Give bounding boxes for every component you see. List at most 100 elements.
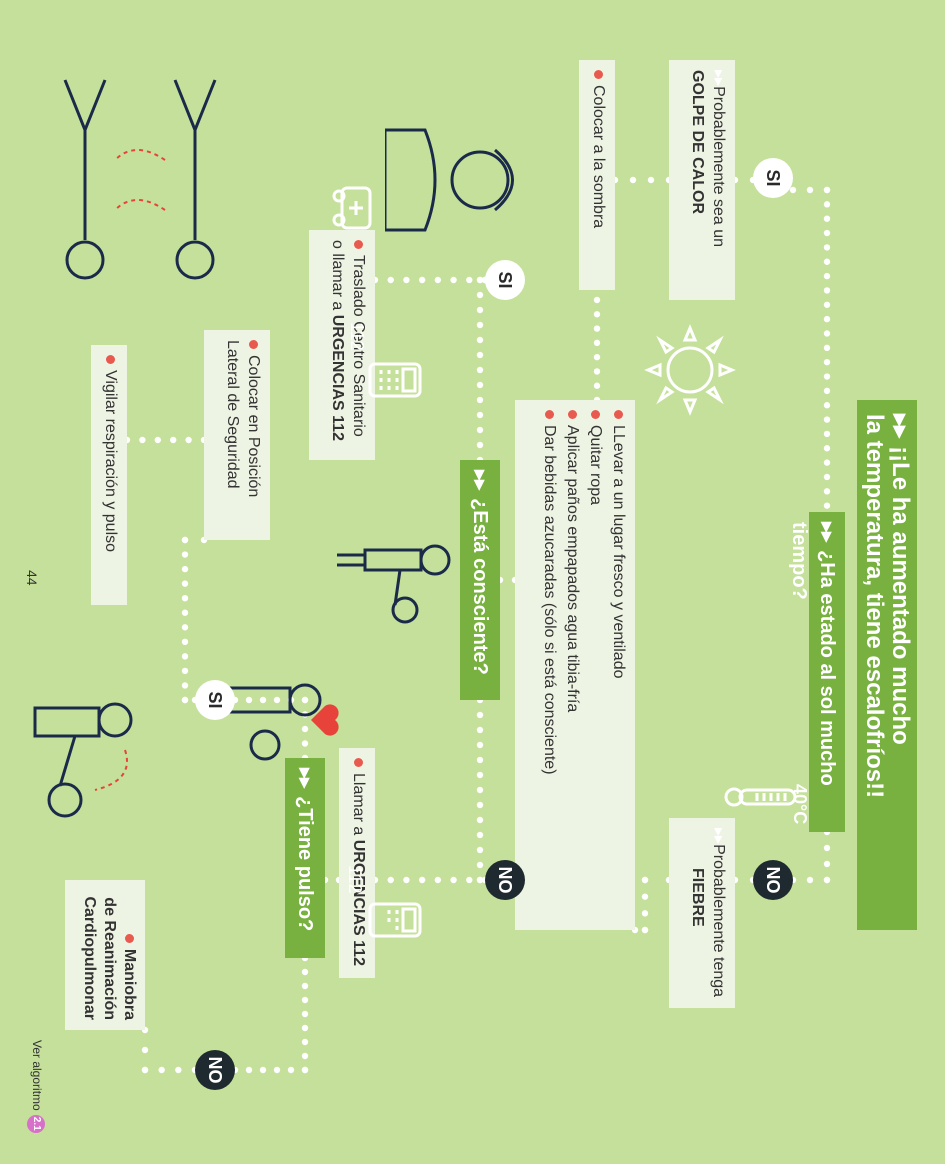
connector-dot bbox=[301, 968, 309, 976]
connector-dot bbox=[181, 624, 189, 631]
connector-dot bbox=[181, 580, 189, 587]
connector-dot bbox=[287, 1066, 295, 1074]
connector-dot bbox=[593, 339, 601, 347]
connector-dot bbox=[823, 387, 831, 395]
helper-illustration bbox=[337, 544, 451, 624]
connector-dot bbox=[823, 473, 831, 481]
title-line1: ¡¡Le ha aumentado mucho bbox=[887, 446, 914, 745]
connector-dot bbox=[273, 696, 281, 704]
connector-dot bbox=[823, 876, 831, 884]
connector-dot bbox=[301, 696, 309, 704]
list-item: LLevar a un lugar fresco y ventilado bbox=[608, 410, 629, 920]
connector-dot bbox=[259, 1066, 267, 1074]
connector-dot bbox=[181, 653, 189, 660]
connector-dot bbox=[823, 258, 831, 265]
connector-dot bbox=[629, 176, 637, 184]
connector-dot bbox=[181, 565, 189, 573]
answer-yes-conscious: SI bbox=[485, 260, 525, 300]
connector-dot bbox=[434, 276, 442, 284]
connector-dot bbox=[823, 344, 831, 352]
thermometer-icon bbox=[724, 787, 797, 807]
connector-dot bbox=[175, 1066, 182, 1074]
connector-dot bbox=[823, 860, 831, 868]
connector-dot bbox=[301, 725, 309, 733]
connector-dot bbox=[476, 876, 484, 884]
connector-dot bbox=[476, 351, 484, 359]
connector-dot bbox=[476, 411, 484, 419]
connector-dot bbox=[387, 276, 394, 284]
phone-icon bbox=[368, 362, 422, 398]
connector-dot bbox=[823, 358, 831, 366]
golpe-de-calor-box: ▸▸Probablemente sea un GOLPE DE CALOR bbox=[669, 60, 735, 300]
see-algorithm-note: Ver algoritmo2.1 bbox=[27, 1040, 45, 1133]
bullet-icon bbox=[593, 70, 603, 79]
connector-dot bbox=[476, 846, 484, 854]
connector-dot bbox=[476, 816, 484, 824]
connector-dot bbox=[418, 276, 426, 284]
connector-dot bbox=[593, 353, 601, 361]
connector-dot bbox=[476, 291, 484, 299]
connector-dot bbox=[823, 229, 831, 237]
answer-no-conscious: NO bbox=[485, 860, 525, 900]
connector-dot bbox=[450, 876, 457, 884]
connector-dot bbox=[476, 336, 484, 344]
connector-dot bbox=[301, 1066, 309, 1074]
connector-dot bbox=[823, 502, 831, 509]
connector-dot bbox=[476, 711, 484, 719]
connector-dot bbox=[823, 215, 831, 222]
connector-dot bbox=[301, 1010, 309, 1018]
connector-dot bbox=[641, 910, 649, 917]
connector-dot bbox=[806, 876, 814, 884]
connector-dot bbox=[476, 426, 484, 434]
connector-dot bbox=[181, 594, 189, 602]
actions-box: LLevar a un lugar fresco y ventilado Qui… bbox=[515, 400, 635, 930]
connector-dot bbox=[476, 441, 484, 449]
chevron-right-icon: ▸▸ bbox=[710, 70, 727, 87]
connector-dot bbox=[273, 1066, 281, 1074]
connector-dot bbox=[301, 1052, 309, 1060]
page-number: 44 bbox=[24, 570, 40, 586]
connector-dot bbox=[476, 786, 484, 794]
connector-dot bbox=[301, 740, 309, 747]
connector-dot bbox=[434, 876, 442, 884]
connector-dot bbox=[823, 416, 831, 423]
connector-dot bbox=[641, 926, 649, 934]
list-item: Quitar ropa bbox=[585, 410, 606, 920]
connector-dot bbox=[823, 373, 831, 380]
connector-dot bbox=[476, 771, 484, 779]
connector-dot bbox=[476, 861, 484, 869]
connector-dot bbox=[476, 366, 484, 374]
connector-dot bbox=[181, 667, 189, 675]
list-item: Dar bebidas azucaradas (sólo si está con… bbox=[539, 410, 560, 920]
answer-yes-sun: SI bbox=[753, 158, 793, 198]
phone-icon bbox=[368, 902, 422, 938]
connector-dot bbox=[245, 696, 253, 704]
connector-dot bbox=[593, 296, 601, 304]
sun-icon bbox=[644, 324, 736, 416]
connector-dot bbox=[403, 876, 410, 884]
connector-dot bbox=[476, 396, 484, 404]
connector-dot bbox=[823, 315, 831, 323]
ambulance-icon bbox=[332, 186, 372, 230]
connector-dot bbox=[789, 186, 797, 194]
connector-dot bbox=[301, 1038, 309, 1046]
connector-dot bbox=[593, 368, 601, 375]
connector-dot bbox=[476, 741, 484, 749]
connector-dot bbox=[301, 1024, 309, 1032]
connector-dot bbox=[403, 276, 410, 284]
connector-dot bbox=[476, 321, 484, 329]
connector-dot bbox=[181, 638, 189, 646]
connector-dot bbox=[476, 306, 484, 314]
connector-dot bbox=[466, 876, 473, 884]
connector-dot bbox=[245, 1066, 253, 1074]
vigilar-box: Vigilar respiración y pulso bbox=[91, 345, 127, 605]
question-sun: ▸▸¿Ha estado al sol mucho tiempo? bbox=[788, 512, 845, 832]
actions-list: LLevar a un lugar fresco y ventilado Qui… bbox=[539, 410, 629, 920]
connector-dot bbox=[593, 325, 601, 332]
connector-dot bbox=[154, 436, 161, 444]
connector-dot bbox=[641, 893, 649, 900]
connector-dot bbox=[476, 831, 484, 839]
connector-dot bbox=[476, 276, 484, 284]
